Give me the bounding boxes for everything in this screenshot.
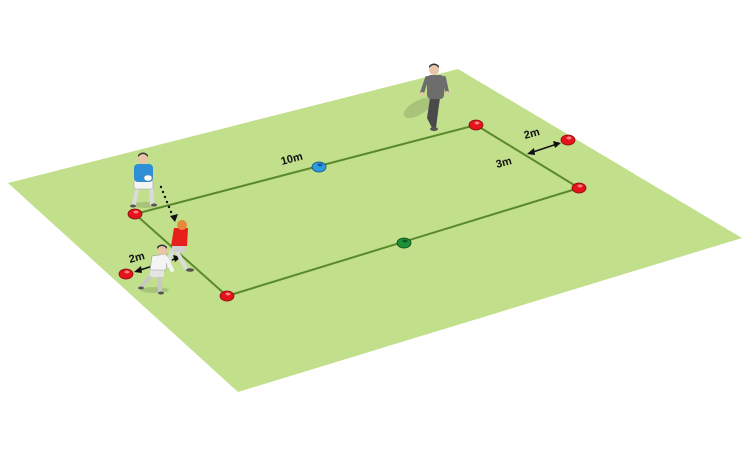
- cone-offset-right-icon: [560, 134, 576, 146]
- cone-bottom-mid-icon: [396, 237, 412, 249]
- length-label: 10m: [280, 151, 305, 168]
- pass-arrow-icon: [159, 185, 178, 222]
- attacker-blue-player-icon: [130, 152, 157, 208]
- defender-white-player-icon: [138, 244, 174, 295]
- cone-top-left-icon: [127, 208, 143, 220]
- coach-shadow: [403, 97, 433, 119]
- pitch-area: [8, 69, 742, 392]
- cones: [118, 119, 587, 302]
- coach-player-icon: [420, 63, 449, 131]
- width-label: 3m: [495, 155, 514, 171]
- cone-bottom-left-icon: [219, 290, 235, 302]
- offset-left-label: 2m: [128, 250, 147, 266]
- cone-offset-left-icon: [118, 268, 134, 280]
- offset-right-arrow-icon: [527, 141, 561, 155]
- offset-right-label: 2m: [523, 126, 542, 142]
- cone-top-right-icon: [468, 119, 484, 131]
- cone-top-mid-icon: [311, 161, 327, 173]
- receiver-red-player-icon: [166, 220, 194, 272]
- cone-bottom-right-icon: [571, 182, 587, 194]
